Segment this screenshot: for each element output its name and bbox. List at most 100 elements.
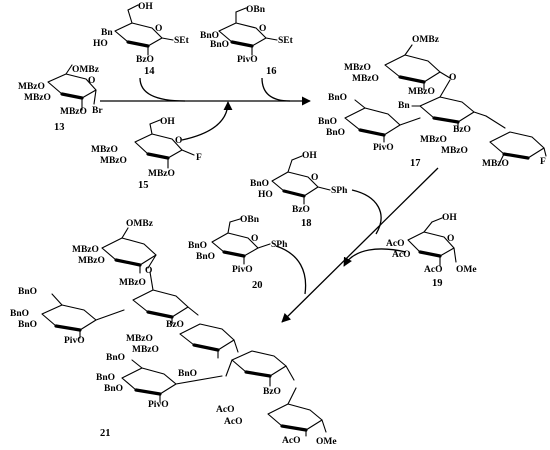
aco-label: AcO (386, 239, 404, 249)
obn-label: OBn (240, 215, 260, 225)
oh-label: OH (442, 213, 457, 223)
mbzo-label: MBzO (78, 256, 105, 266)
bno-label: BnO (250, 179, 269, 189)
compound-number-16: 16 (266, 66, 277, 77)
bn-label: Bn (101, 28, 113, 38)
mbzo-label: MBzO (441, 146, 468, 156)
br-label: Br (92, 106, 103, 116)
aco-label: AcO (216, 405, 234, 415)
bno-label: BnO (10, 309, 29, 319)
bzo-label: BzO (136, 55, 154, 65)
reaction-arrow-1 (100, 77, 311, 141)
mbzo-label: MBzO (126, 334, 153, 344)
bzo-label: BzO (263, 387, 281, 397)
mbzo-label: MBzO (91, 145, 118, 155)
bn-label: Bn (398, 101, 410, 111)
bno-label: BnO (196, 252, 215, 262)
bno-label: BnO (188, 241, 207, 251)
oh-label: OH (138, 2, 153, 12)
aco-label: AcO (282, 436, 300, 446)
ring-oxygen-label: O (155, 24, 162, 34)
bno-label: BnO (318, 117, 337, 127)
compound-13: OMBz O MBzO MBzO MBzO Br 13 (18, 64, 103, 133)
bzo-label: BzO (166, 320, 184, 330)
compound-number-17: 17 (410, 158, 421, 169)
compound-16: OBn O BnO BnO PivO SEt 16 (200, 5, 294, 77)
compound-15: OH O MBzO MBzO MBzO F 15 (91, 117, 202, 191)
ring-oxygen-label: O (175, 136, 182, 146)
mbzo-label: MBzO (344, 63, 371, 73)
sph-label: SPh (271, 240, 288, 250)
compound-number-13: 13 (54, 122, 65, 133)
ombz-label: OMBz (72, 65, 100, 75)
bno-label: BnO (18, 287, 37, 297)
compound-21: OMBz MBzO MBzO MBzO O BzO BnO BnO BnO Pi… (10, 219, 337, 447)
aco-label: AcO (424, 265, 442, 275)
mbzo-label: MBzO (352, 74, 379, 84)
bzo-label: BzO (453, 125, 471, 135)
pivo-label: PivO (237, 55, 258, 65)
sph-label: SPh (331, 186, 348, 196)
ome-label: OMe (316, 437, 337, 447)
obn-label: OBn (246, 5, 266, 15)
compound-number-21: 21 (100, 428, 111, 439)
mbzo-label: MBzO (60, 107, 87, 117)
compound-number-19: 19 (432, 278, 443, 289)
ring-oxygen-label: O (311, 173, 318, 183)
compound-14: OH O Bn HO BzO SEt 14 (93, 2, 190, 77)
ho-label: HO (258, 190, 273, 200)
compound-number-14: 14 (144, 66, 155, 77)
ring-oxygen-label: O (88, 76, 95, 86)
set-label: SEt (174, 36, 190, 46)
pivo-label: PivO (64, 336, 85, 346)
bzo-label: BzO (292, 205, 310, 215)
ombz-label: OMBz (412, 35, 440, 45)
f-label: F (196, 153, 202, 163)
mbzo-label: MBzO (408, 87, 435, 97)
mbzo-label: MBzO (119, 278, 146, 288)
f-label: F (540, 157, 546, 167)
aco-label: AcO (224, 417, 242, 427)
bno-label: BnO (200, 31, 219, 41)
set-label: SEt (278, 36, 294, 46)
oh-label: OH (160, 117, 175, 127)
mbzo-label: MBzO (132, 345, 159, 355)
compound-number-20: 20 (252, 280, 263, 291)
mbzo-label: MBzO (148, 169, 175, 179)
compound-number-18: 18 (301, 218, 312, 229)
mbzo-label: MBzO (24, 93, 51, 103)
ombz-label: OMBz (126, 219, 154, 229)
reaction-arrow-2 (275, 167, 439, 323)
compound-19: OH O AcO AcO AcO OMe 19 (386, 213, 477, 289)
mbzo-label: MBzO (100, 156, 127, 166)
bno-label: BnO (96, 373, 115, 383)
bno-label: BnO (178, 369, 197, 379)
bno-label: BnO (326, 128, 345, 138)
compound-18: OH O BnO HO BzO SPh 18 (250, 151, 348, 229)
pivo-label: PivO (232, 265, 253, 275)
pivo-label: PivO (373, 143, 394, 153)
ome-label: OMe (456, 265, 477, 275)
mbzo-label: MBzO (72, 245, 99, 255)
ring-oxygen-label: O (145, 266, 152, 276)
oh-label: OH (302, 151, 317, 161)
bno-label: BnO (18, 320, 37, 330)
mbzo-label: MBzO (18, 82, 45, 92)
mbzo-label: MBzO (482, 159, 509, 169)
ho-label: HO (93, 39, 108, 49)
bno-label: BnO (104, 384, 123, 394)
ring-oxygen-label: O (449, 73, 456, 83)
bno-label: BnO (328, 93, 347, 103)
pivo-label: PivO (148, 400, 169, 410)
aco-label: AcO (392, 250, 410, 260)
compound-number-15: 15 (138, 180, 149, 191)
bno-label: BnO (210, 40, 229, 50)
ring-oxygen-label: O (251, 234, 258, 244)
compound-20: OBn O BnO BnO PivO SPh 20 (188, 215, 288, 291)
ring-oxygen-label: O (259, 24, 266, 34)
compound-17: OMBz MBzO MBzO MBzO O Bn BnO BnO BnO Piv… (318, 35, 547, 169)
ring-oxygen-label: O (447, 234, 454, 244)
mbzo-label: MBzO (420, 135, 447, 145)
bno-label: BnO (106, 353, 125, 363)
